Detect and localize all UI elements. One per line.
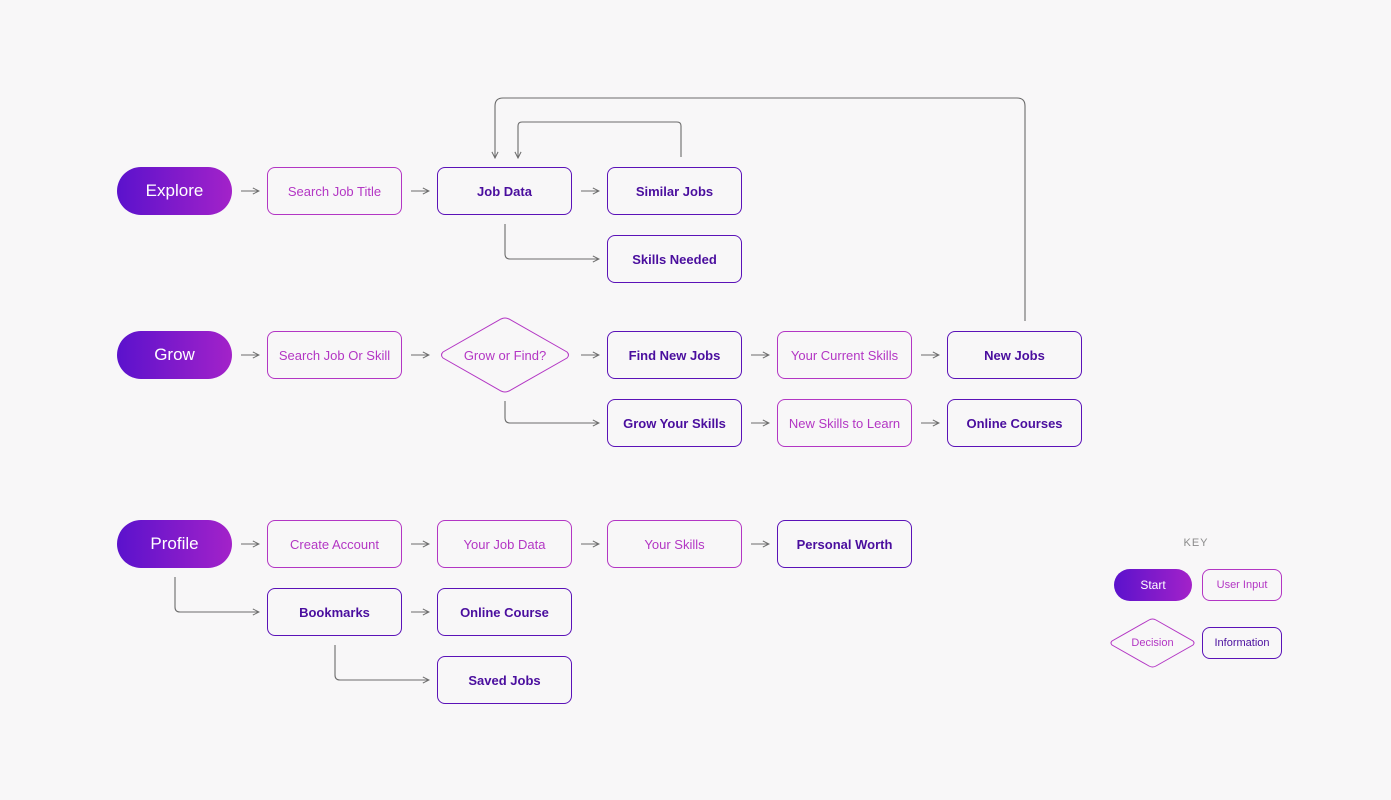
key-start-swatch: Start: [1114, 569, 1192, 601]
connector-loop-newjobs-to-jobdata: [495, 97, 1026, 321]
diamond-shape: [441, 317, 569, 393]
key-diamond-shape: [1110, 618, 1195, 668]
new-skills-to-learn-node[interactable]: New Skills to Learn: [777, 399, 912, 447]
search-job-or-skill-node[interactable]: Search Job Or Skill: [267, 331, 402, 379]
grow-or-find-decision-node[interactable]: Grow or Find?: [439, 317, 571, 393]
connector: [334, 645, 429, 680]
job-data-node[interactable]: Job Data: [437, 167, 572, 215]
connector: [504, 224, 599, 259]
your-skills-node[interactable]: Your Skills: [607, 520, 742, 568]
connector: [504, 401, 599, 423]
connector: [174, 577, 259, 612]
saved-jobs-node[interactable]: Saved Jobs: [437, 656, 572, 704]
decision-label: Grow or Find?: [463, 347, 547, 363]
skills-needed-node[interactable]: Skills Needed: [607, 235, 742, 283]
key-title: KEY: [1183, 537, 1209, 549]
your-current-skills-node[interactable]: Your Current Skills: [777, 331, 912, 379]
key-decision-swatch: Decision: [1109, 618, 1196, 668]
search-job-title-node[interactable]: Search Job Title: [267, 167, 402, 215]
create-account-node[interactable]: Create Account: [267, 520, 402, 568]
similar-jobs-node[interactable]: Similar Jobs: [607, 167, 742, 215]
key-user-input-swatch: User Input: [1202, 569, 1282, 601]
find-new-jobs-node[interactable]: Find New Jobs: [607, 331, 742, 379]
online-course-node[interactable]: Online Course: [437, 588, 572, 636]
your-job-data-node[interactable]: Your Job Data: [437, 520, 572, 568]
key-decision-label: Decision: [1131, 637, 1174, 649]
connector-loop-similar-to-jobdata: [518, 121, 682, 158]
grow-start-node[interactable]: Grow: [117, 331, 232, 379]
online-courses-node[interactable]: Online Courses: [947, 399, 1082, 447]
bookmarks-node[interactable]: Bookmarks: [267, 588, 402, 636]
explore-start-node[interactable]: Explore: [117, 167, 232, 215]
profile-start-node[interactable]: Profile: [117, 520, 232, 568]
key-information-swatch: Information: [1202, 627, 1282, 659]
personal-worth-node[interactable]: Personal Worth: [777, 520, 912, 568]
grow-your-skills-node[interactable]: Grow Your Skills: [607, 399, 742, 447]
new-jobs-node[interactable]: New Jobs: [947, 331, 1082, 379]
